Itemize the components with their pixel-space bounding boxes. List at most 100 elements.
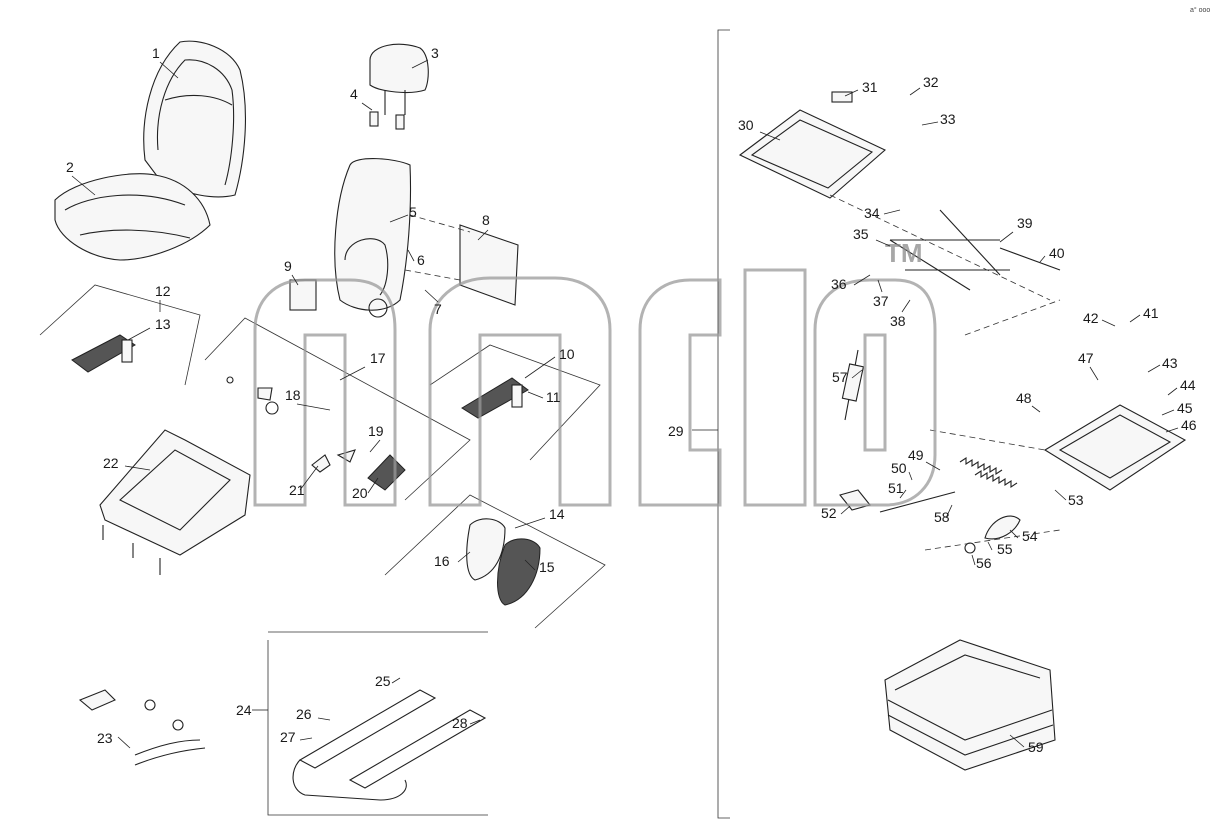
callout-52: 52 bbox=[821, 505, 837, 521]
leader-lines bbox=[71, 59, 1179, 749]
callout-22: 22 bbox=[103, 455, 119, 471]
callout-10: 10 bbox=[559, 346, 575, 362]
leader-20 bbox=[367, 477, 379, 494]
leader-49 bbox=[925, 461, 941, 471]
leader-36 bbox=[853, 274, 871, 286]
leader-47 bbox=[1089, 366, 1099, 381]
callout-12: 12 bbox=[155, 283, 171, 299]
seat-back-cushion bbox=[143, 40, 246, 198]
side-cover-frame bbox=[384, 494, 606, 629]
bottom-plate bbox=[929, 404, 1187, 491]
leader-54 bbox=[1009, 529, 1019, 539]
callout-37: 37 bbox=[873, 293, 889, 309]
watermark-tm: TM bbox=[885, 238, 923, 268]
callout-50: 50 bbox=[891, 460, 907, 476]
leader-22 bbox=[124, 465, 151, 471]
callout-56: 56 bbox=[976, 555, 992, 571]
callout-57: 57 bbox=[832, 369, 848, 385]
slide-rail-frame bbox=[267, 640, 488, 816]
pivot-group-frame bbox=[204, 317, 471, 501]
leader-7 bbox=[424, 289, 439, 303]
springs bbox=[959, 456, 1018, 489]
leader-5 bbox=[389, 214, 409, 223]
callout-27: 27 bbox=[280, 729, 296, 745]
callout-59: 59 bbox=[1028, 739, 1044, 755]
leader-48 bbox=[1031, 405, 1041, 413]
callout-45: 45 bbox=[1177, 400, 1193, 416]
callout-3: 3 bbox=[431, 45, 439, 61]
callout-38: 38 bbox=[890, 313, 906, 329]
leader-58 bbox=[945, 504, 953, 519]
callout-33: 33 bbox=[940, 111, 956, 127]
leader-13 bbox=[127, 327, 151, 341]
callout-11: 11 bbox=[546, 389, 561, 405]
leader-18 bbox=[296, 403, 331, 411]
scissor-mechanism bbox=[829, 194, 1061, 336]
leader-11 bbox=[527, 391, 544, 399]
side-covers bbox=[466, 518, 541, 606]
leader-25 bbox=[391, 677, 401, 684]
callout-47: 47 bbox=[1078, 350, 1094, 366]
seat-belt bbox=[78, 689, 206, 766]
leader-26 bbox=[317, 717, 331, 721]
callout-43: 43 bbox=[1162, 355, 1178, 371]
leader-57 bbox=[851, 369, 863, 379]
slide-rails bbox=[292, 689, 487, 801]
callout-16: 16 bbox=[434, 553, 450, 569]
leader-43 bbox=[1147, 364, 1161, 373]
watermark: TM bbox=[253, 238, 937, 507]
callout-58: 58 bbox=[934, 509, 950, 525]
leader-40 bbox=[1039, 255, 1046, 263]
callout-44: 44 bbox=[1180, 377, 1196, 393]
callout-31: 31 bbox=[862, 79, 878, 95]
suspension-bracket bbox=[717, 29, 730, 819]
leader-27 bbox=[299, 737, 313, 741]
seat-base bbox=[99, 429, 251, 575]
callout-14: 14 bbox=[549, 506, 565, 522]
leader-21 bbox=[299, 465, 319, 491]
leader-39 bbox=[999, 231, 1014, 243]
leader-32 bbox=[909, 87, 921, 96]
leader-23 bbox=[117, 736, 131, 749]
leader-19 bbox=[369, 439, 381, 453]
leader-2 bbox=[71, 175, 96, 196]
callout-30: 30 bbox=[738, 117, 754, 133]
callout-51: 51 bbox=[888, 480, 904, 496]
leader-9 bbox=[291, 274, 299, 286]
leader-34 bbox=[883, 209, 901, 215]
callout-49: 49 bbox=[908, 447, 924, 463]
leader-33 bbox=[921, 121, 939, 126]
leader-37 bbox=[877, 279, 883, 293]
callout-36: 36 bbox=[831, 276, 847, 292]
callout-46: 46 bbox=[1181, 417, 1197, 433]
callout-24: 24 bbox=[236, 702, 252, 718]
callout-42: 42 bbox=[1083, 310, 1099, 326]
callout-48: 48 bbox=[1016, 390, 1032, 406]
armrest-left bbox=[71, 334, 136, 373]
leader-52 bbox=[840, 505, 851, 515]
callout-20: 20 bbox=[352, 485, 368, 501]
backrest-frame bbox=[289, 158, 412, 318]
callout-29: 29 bbox=[668, 423, 684, 439]
callout-21: 21 bbox=[289, 482, 305, 498]
callout-53: 53 bbox=[1068, 492, 1084, 508]
callout-23: 23 bbox=[97, 730, 113, 746]
callout-8: 8 bbox=[482, 212, 490, 228]
leader-38 bbox=[901, 299, 911, 313]
callout-39: 39 bbox=[1017, 215, 1033, 231]
callout-5: 5 bbox=[409, 204, 417, 220]
leader-1 bbox=[159, 61, 179, 79]
top-plate bbox=[738, 91, 886, 199]
leader-56 bbox=[971, 554, 976, 566]
callout-28: 28 bbox=[452, 715, 468, 731]
callout-55: 55 bbox=[997, 541, 1013, 557]
leader-44 bbox=[1167, 387, 1178, 396]
leader-4 bbox=[361, 102, 373, 111]
armrest-right bbox=[461, 377, 529, 419]
callout-6: 6 bbox=[417, 252, 425, 268]
callout-40: 40 bbox=[1049, 245, 1065, 261]
callout-2: 2 bbox=[66, 159, 74, 175]
leader-10 bbox=[524, 356, 556, 379]
callout-4: 4 bbox=[350, 86, 358, 102]
